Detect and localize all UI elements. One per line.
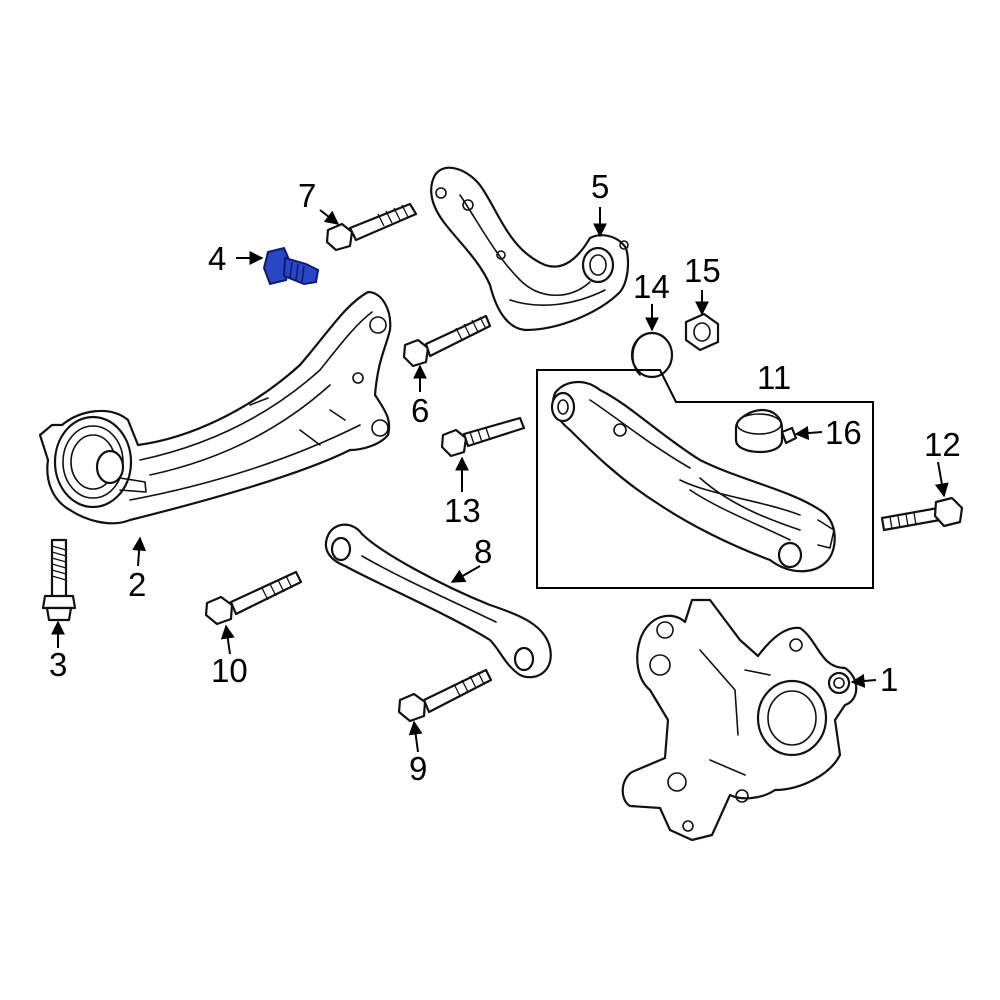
callout-8[interactable]: 8: [474, 533, 492, 570]
bolt-part-7[interactable]: [325, 202, 418, 252]
callout-16[interactable]: 16: [825, 414, 862, 451]
callout-15[interactable]: 15: [684, 252, 721, 289]
group-box-part-11: [536, 369, 874, 589]
mount-part-16[interactable]: [734, 408, 798, 454]
callout-labels: 1 2 3 4 5 6 7 8 9 10 11 12 13 14 15 16: [49, 168, 961, 787]
callout-3[interactable]: 3: [49, 646, 67, 683]
bolt-part-3[interactable]: [41, 538, 77, 622]
upper-arm-part-5[interactable]: [430, 166, 630, 332]
leader-lines: [51, 207, 949, 753]
nut-part-15[interactable]: [684, 312, 720, 352]
callout-10[interactable]: 10: [211, 652, 248, 689]
callout-4[interactable]: 4: [208, 240, 226, 277]
callout-12[interactable]: 12: [924, 426, 961, 463]
trailing-arm-part-2[interactable]: [38, 290, 392, 525]
callout-11[interactable]: 11: [757, 359, 791, 396]
lower-arm-part-11[interactable]: [550, 381, 836, 573]
callout-13[interactable]: 13: [444, 492, 481, 529]
bolt-part-4-highlighted[interactable]: [262, 246, 320, 286]
bolt-part-12[interactable]: [880, 496, 964, 532]
callout-14[interactable]: 14: [633, 268, 670, 305]
callout-6[interactable]: 6: [411, 392, 429, 429]
callout-2[interactable]: 2: [128, 566, 146, 603]
washer-part-14[interactable]: [630, 331, 674, 379]
callout-9[interactable]: 9: [409, 750, 427, 787]
callout-1[interactable]: 1: [880, 661, 898, 698]
bolt-part-9[interactable]: [397, 668, 493, 723]
bolt-part-13[interactable]: [440, 416, 526, 458]
knuckle-part-1[interactable]: [621, 598, 858, 842]
link-part-8[interactable]: [324, 523, 552, 679]
bolt-part-6[interactable]: [402, 314, 492, 368]
callout-5[interactable]: 5: [591, 168, 609, 205]
bolt-part-10[interactable]: [204, 570, 303, 626]
callout-7[interactable]: 7: [298, 177, 316, 214]
